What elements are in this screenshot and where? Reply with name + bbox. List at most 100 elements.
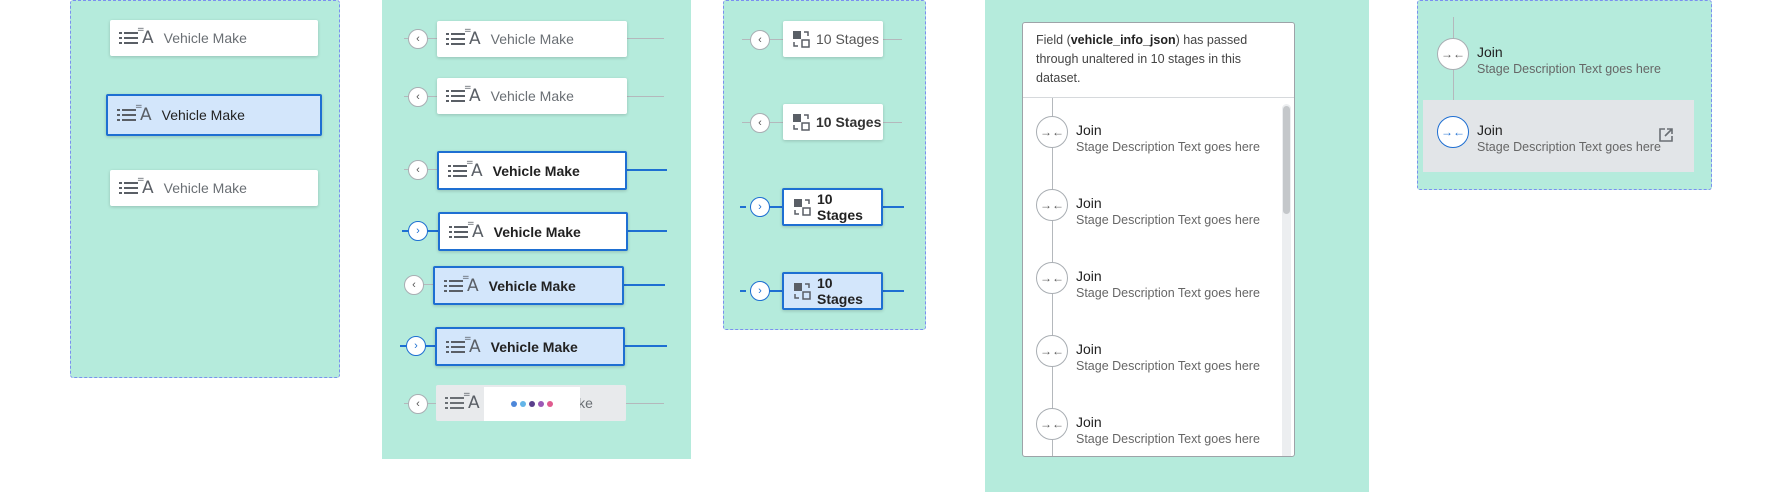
list-text-icon (446, 337, 468, 357)
chevron-left-icon[interactable]: ‹ (408, 394, 428, 414)
field-node[interactable]: =A Vehicle Make (437, 21, 627, 57)
stage-count-panel: ‹ 10 Stages ‹ 10 Stages › 10 Stages › 10… (723, 0, 926, 330)
text-type-icon: =A (466, 157, 483, 181)
field-node-highlighted[interactable]: =A Vehicle Make (435, 327, 625, 366)
stage-description: Stage Description Text goes here (1076, 432, 1260, 446)
text-type-icon: =A (137, 175, 154, 198)
stages-icon (793, 282, 811, 300)
chevron-left-icon[interactable]: ‹ (408, 29, 428, 49)
stage-title: Join (1076, 122, 1102, 138)
stages-icon (792, 113, 810, 131)
list-item[interactable]: →← Join Stage Description Text goes here (1437, 38, 1697, 88)
list-text-icon (445, 393, 467, 413)
join-icon: →← (1437, 116, 1469, 148)
chevron-right-icon[interactable]: › (750, 281, 770, 301)
list-text-icon (449, 222, 471, 242)
stage-count-label: 10 Stages (817, 191, 863, 223)
text-type-icon: =A (464, 333, 481, 357)
connector-line-dashed (740, 290, 756, 292)
stage-count-node-highlighted[interactable]: 10 Stages (782, 272, 883, 310)
chevron-left-icon[interactable]: ‹ (750, 30, 770, 50)
list-text-icon (444, 276, 466, 296)
stage-description: Stage Description Text goes here (1477, 140, 1661, 154)
field-states-panel: =A Vehicle Make =A Vehicle Make =A Vehic… (70, 0, 340, 378)
chevron-right-icon[interactable]: › (406, 336, 426, 356)
scrollbar[interactable] (1282, 104, 1291, 456)
stages-icon (793, 198, 811, 216)
list-text-icon (446, 86, 468, 106)
header-suffix: ) has passed through unaltered in 10 sta… (1036, 33, 1248, 85)
scrollbar-thumb[interactable] (1283, 106, 1290, 214)
stage-detail-panel: →← Join Stage Description Text goes here… (1417, 0, 1712, 190)
header-prefix: Field ( (1036, 33, 1071, 47)
field-label: Vehicle Make (163, 180, 247, 196)
join-icon: →← (1036, 262, 1068, 294)
text-type-icon: =A (462, 272, 479, 296)
stage-title: Join (1076, 195, 1102, 211)
join-icon: →← (1437, 38, 1469, 70)
stage-description: Stage Description Text goes here (1076, 286, 1260, 300)
field-label: Vehicle Make (490, 88, 574, 104)
join-icon: →← (1036, 189, 1068, 221)
connector-line-active (620, 284, 665, 286)
chevron-right-icon[interactable]: › (408, 221, 428, 241)
stage-description: Stage Description Text goes here (1076, 213, 1260, 227)
field-node-default-2[interactable]: =A Vehicle Make (110, 170, 318, 206)
chevron-left-icon[interactable]: ‹ (408, 87, 428, 107)
list-text-icon (446, 29, 468, 49)
text-type-icon: =A (137, 25, 154, 48)
field-node-selected[interactable]: =A Vehicle Make (106, 94, 322, 136)
join-icon: →← (1036, 116, 1068, 148)
stage-description: Stage Description Text goes here (1076, 140, 1260, 154)
field-label: Vehicle Make (490, 338, 578, 355)
field-node-default[interactable]: =A Vehicle Make (110, 20, 318, 56)
field-node-highlighted[interactable]: =A Vehicle Make (433, 266, 624, 305)
stage-title: Join (1076, 414, 1102, 430)
list-text-icon (117, 105, 139, 125)
list-text-icon (119, 178, 141, 198)
field-label: Vehicle Make (490, 31, 574, 47)
list-text-icon (119, 28, 141, 48)
connector-line-active (879, 290, 904, 292)
chevron-left-icon[interactable]: ‹ (404, 275, 424, 295)
text-type-icon: =A (464, 83, 481, 106)
stage-count-label: 10 Stages (817, 275, 863, 307)
stage-count-label: 10 Stages (816, 114, 882, 130)
connector-line-active (622, 169, 667, 171)
field-node[interactable]: =A Vehicle Make (437, 78, 627, 114)
connector-line-active (879, 206, 904, 208)
chevron-left-icon[interactable]: ‹ (408, 160, 428, 180)
connector-line-dashed (740, 206, 756, 208)
connector-line-active (622, 345, 667, 347)
field-name: vehicle_info_json (1070, 33, 1176, 47)
chevron-right-icon[interactable]: › (750, 197, 770, 217)
open-external-icon[interactable] (1658, 127, 1674, 143)
list-item-hover[interactable]: →← Join Stage Description Text goes here (1437, 116, 1697, 166)
field-node-selected[interactable]: =A Vehicle Make (437, 151, 627, 190)
stage-title: Join (1477, 44, 1503, 60)
stage-list[interactable]: →← Join Stage Description Text goes here… (1023, 98, 1294, 456)
stage-count-node[interactable]: 10 Stages (783, 104, 883, 140)
timeline-line (1453, 17, 1454, 167)
stage-list-header: Field (vehicle_info_json) has passed thr… (1023, 23, 1294, 98)
stage-description: Stage Description Text goes here (1076, 359, 1260, 373)
text-type-icon: =A (463, 390, 480, 413)
connector-line-active (418, 230, 440, 232)
field-label: Vehicle Make (163, 30, 247, 46)
field-node-selected[interactable]: =A Vehicle Make (438, 212, 628, 251)
stage-count-node[interactable]: 10 Stages (783, 21, 883, 57)
list-text-icon (448, 161, 470, 181)
join-icon: →← (1036, 408, 1068, 440)
stages-icon (792, 30, 810, 48)
field-label: Vehicle Make (493, 223, 581, 240)
stage-list-popover: Field (vehicle_info_json) has passed thr… (1022, 22, 1295, 457)
join-icon: →← (1036, 335, 1068, 367)
loading-dots-icon (484, 387, 580, 421)
stage-title: Join (1076, 341, 1102, 357)
stage-count-node-selected[interactable]: 10 Stages (782, 188, 883, 226)
field-label: Vehicle Make (488, 277, 576, 294)
text-type-icon: =A (467, 218, 484, 242)
stage-count-label: 10 Stages (816, 31, 880, 47)
stage-title: Join (1477, 122, 1503, 138)
chevron-left-icon[interactable]: ‹ (750, 113, 770, 133)
